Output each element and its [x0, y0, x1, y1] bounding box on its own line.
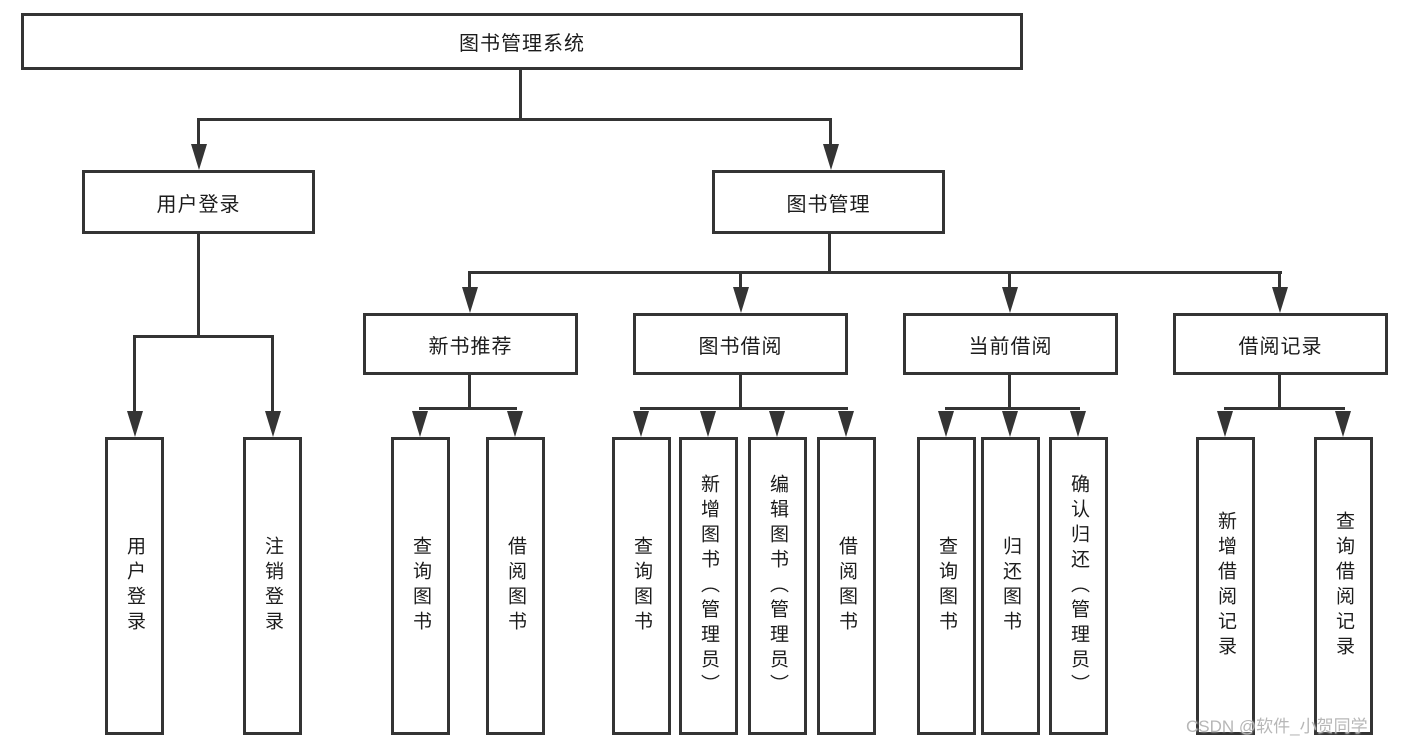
- arrow-to-book-mgmt: [823, 144, 839, 170]
- node-library-management-system: 图书管理系统: [21, 13, 1023, 70]
- arrow-current-leaf-1: [938, 411, 954, 437]
- arrow-records-leaf-1: [1217, 411, 1233, 437]
- leaf-label: 查询图书: [410, 536, 431, 636]
- csdn-watermark: CSDN @软件_小贺同学: [1186, 717, 1368, 736]
- leaf-borrow-books-1: 借阅图书: [486, 437, 545, 735]
- connector-stem-borrow: [739, 271, 742, 289]
- connector-new-book-rail: [419, 407, 517, 410]
- node-book-borrowing: 图书借阅: [633, 313, 848, 375]
- connector-new-book-down: [468, 375, 471, 408]
- connector-stem-leaf-login: [133, 335, 136, 415]
- connector-records-down: [1278, 375, 1281, 408]
- arrow-records-leaf-2: [1335, 411, 1351, 437]
- connector-borrow-down: [739, 375, 742, 408]
- arrow-borrow-leaf-1: [633, 411, 649, 437]
- arrow-borrow-leaf-3: [769, 411, 785, 437]
- node-label: 图书管理系统: [459, 33, 585, 55]
- leaf-label: 借阅图书: [505, 536, 526, 636]
- connector-current-rail: [945, 407, 1080, 410]
- connector-user-login-rail: [133, 335, 274, 338]
- node-label: 图书借阅: [698, 335, 783, 358]
- arrow-to-leaf-login: [127, 411, 143, 437]
- leaf-query-books-3: 查询图书: [917, 437, 976, 735]
- leaf-add-borrow-record: 新增借阅记录: [1196, 437, 1255, 735]
- arrow-new-book-leaf-2: [507, 411, 523, 437]
- leaf-label: 查询图书: [936, 536, 957, 636]
- leaf-add-books-admin: 新增图书（管理员）: [679, 437, 738, 735]
- leaf-label: 确认归还（管理员）: [1068, 473, 1089, 699]
- arrow-to-new-book: [462, 287, 478, 313]
- node-label: 当前借阅: [968, 335, 1053, 358]
- arrow-to-user-login: [191, 144, 207, 170]
- leaf-label: 注销登录: [262, 536, 283, 636]
- connector-root-stem: [519, 70, 522, 118]
- connector-current-down: [1008, 375, 1011, 408]
- leaf-borrow-books-2: 借阅图书: [817, 437, 876, 735]
- arrow-to-borrow: [733, 287, 749, 313]
- leaf-query-books-2: 查询图书: [612, 437, 671, 735]
- node-user-login: 用户登录: [82, 170, 315, 234]
- arrow-to-current: [1002, 287, 1018, 313]
- node-label: 用户登录: [156, 193, 241, 216]
- node-borrowing-records: 借阅记录: [1173, 313, 1388, 375]
- leaf-label: 编辑图书（管理员）: [767, 473, 788, 699]
- leaf-label: 借阅图书: [836, 536, 857, 636]
- connector-level2-rail: [197, 118, 832, 121]
- leaf-user-login: 用户登录: [105, 437, 164, 735]
- node-label: 图书管理: [786, 193, 871, 216]
- connector-stem-current: [1008, 271, 1011, 289]
- arrow-current-leaf-2: [1002, 411, 1018, 437]
- connector-stem-new-book: [468, 271, 471, 289]
- node-book-management: 图书管理: [712, 170, 945, 234]
- arrow-to-leaf-logout: [265, 411, 281, 437]
- leaf-label: 查询借阅记录: [1333, 511, 1354, 661]
- connector-book-mgmt-stem: [828, 234, 831, 272]
- leaf-label: 归还图书: [1000, 536, 1021, 636]
- node-current-borrowing: 当前借阅: [903, 313, 1118, 375]
- leaf-confirm-return-admin: 确认归还（管理员）: [1049, 437, 1108, 735]
- arrow-borrow-leaf-4: [838, 411, 854, 437]
- connector-borrow-rail: [640, 407, 848, 410]
- leaf-query-books-1: 查询图书: [391, 437, 450, 735]
- node-new-book-recommend: 新书推荐: [363, 313, 578, 375]
- node-label: 借阅记录: [1238, 335, 1323, 358]
- connector-stem-user-login: [197, 118, 200, 146]
- connector-records-rail: [1224, 407, 1345, 410]
- leaf-label: 新增借阅记录: [1215, 511, 1236, 661]
- arrow-borrow-leaf-2: [700, 411, 716, 437]
- arrow-current-leaf-3: [1070, 411, 1086, 437]
- leaf-label: 新增图书（管理员）: [698, 473, 719, 699]
- connector-level3-rail: [469, 271, 1282, 274]
- leaf-logout: 注销登录: [243, 437, 302, 735]
- connector-stem-leaf-logout: [271, 335, 274, 415]
- leaf-return-books: 归还图书: [981, 437, 1040, 735]
- leaf-edit-books-admin: 编辑图书（管理员）: [748, 437, 807, 735]
- connector-user-login-stem: [197, 234, 200, 336]
- arrow-new-book-leaf-1: [412, 411, 428, 437]
- connector-stem-book-mgmt: [829, 118, 832, 146]
- leaf-query-borrow-record: 查询借阅记录: [1314, 437, 1373, 735]
- leaf-label: 用户登录: [124, 536, 145, 636]
- node-label: 新书推荐: [428, 335, 513, 358]
- connector-stem-records: [1278, 271, 1281, 289]
- arrow-to-records: [1272, 287, 1288, 313]
- leaf-label: 查询图书: [631, 536, 652, 636]
